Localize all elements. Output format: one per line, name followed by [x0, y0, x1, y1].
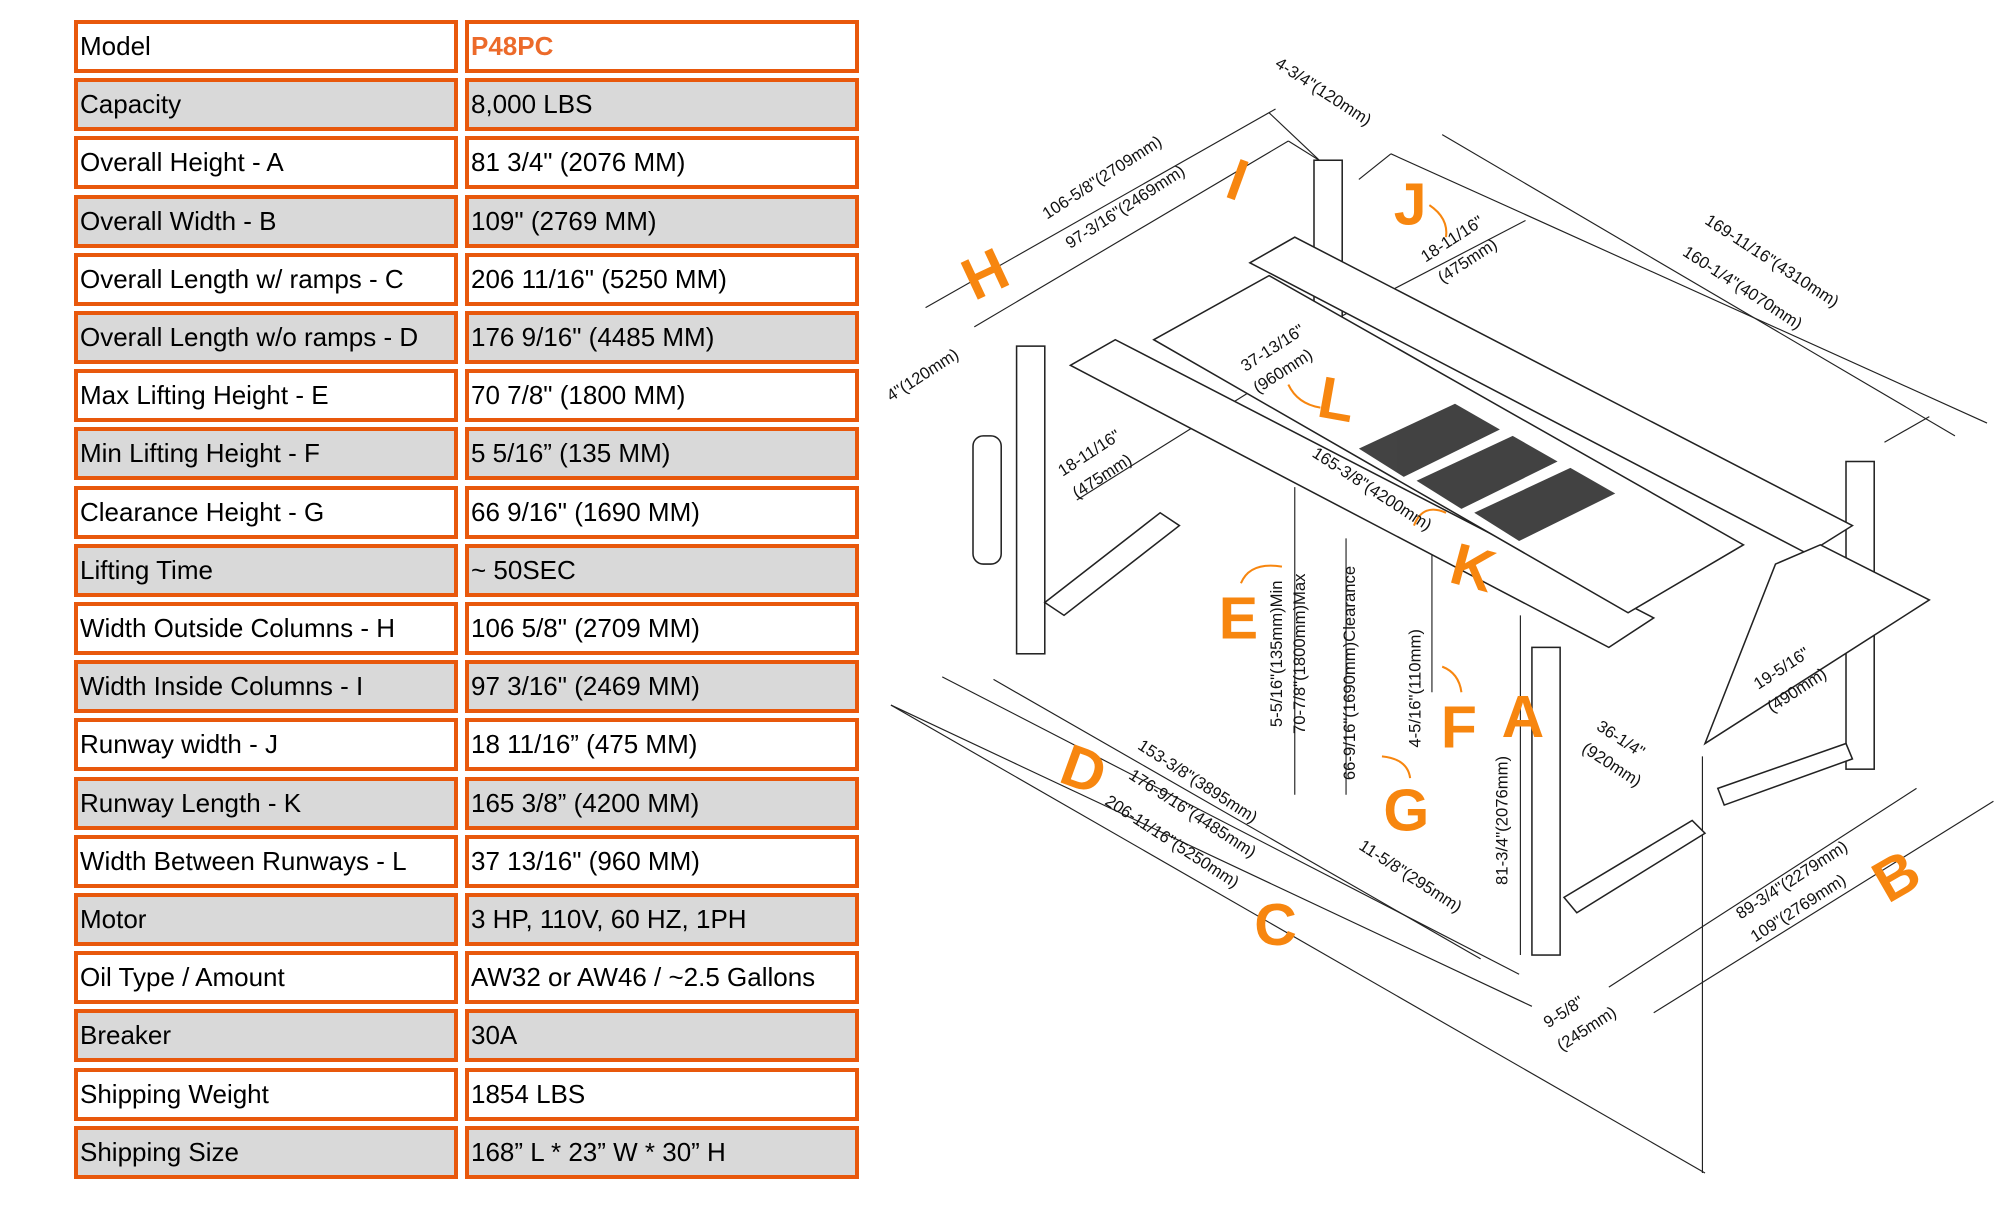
dimension-label: 97-3/16"(2469mm)	[1062, 161, 1188, 252]
spec-value: 30A	[465, 1009, 859, 1063]
spec-value: 97 3/16" (2469 MM)	[465, 660, 859, 714]
dimension-letter-i: I	[1219, 147, 1257, 214]
spec-value: ~ 50SEC	[465, 543, 859, 597]
dimension-letter-h: H	[952, 236, 1018, 313]
spec-value: 37 13/16" (960 MM)	[465, 834, 859, 888]
spec-label: Width Inside Columns - I	[74, 660, 458, 714]
dimension-label: 4"(120mm)	[883, 345, 962, 405]
spec-value: 176 9/16" (4485 MM)	[465, 311, 859, 364]
spec-label: Overall Height - A	[74, 136, 458, 190]
dimension-label: 5-5/16"(135mm)Min	[1267, 580, 1286, 727]
dimension-letter-a: A	[1502, 685, 1545, 750]
dimension-letter-j: J	[1394, 172, 1427, 237]
spec-label: Capacity	[74, 78, 458, 132]
dimension-letter-f: F	[1441, 695, 1477, 760]
spec-label: Lifting Time	[74, 543, 458, 597]
spec-value: 81 3/4" (2076 MM)	[465, 136, 859, 190]
spec-label: Clearance Height - G	[74, 485, 458, 539]
dimension-label: 4-3/4"(120mm)	[1272, 53, 1375, 129]
spec-value: AW32 or AW46 / ~2.5 Gallons	[465, 951, 859, 1005]
spec-label: Breaker	[74, 1009, 458, 1063]
spec-label: Oil Type / Amount	[74, 951, 458, 1005]
dimension-letter-b: B	[1862, 838, 1931, 916]
spec-value: 66 9/16" (1690 MM)	[465, 485, 859, 539]
dimension-letter-c: C	[1254, 893, 1297, 958]
lift-dimension-diagram: 4-3/4"(120mm)106-5/8"(2709mm)97-3/16"(24…	[883, 53, 1994, 1174]
dimension-label: 4-5/16"(110mm)	[1405, 629, 1424, 748]
spec-label: Overall Width - B	[74, 194, 458, 248]
spec-label: Runway Length - K	[74, 776, 458, 830]
spec-label: Overall Length w/o ramps - D	[74, 311, 458, 364]
spec-value: 109" (2769 MM)	[465, 194, 859, 248]
spec-label: Width Outside Columns - H	[74, 602, 458, 655]
spec-label: Width Between Runways - L	[74, 834, 458, 888]
spec-label: Min Lifting Height - F	[74, 427, 458, 481]
spec-label: Overall Length w/ ramps - C	[74, 252, 458, 306]
spec-value: 5 5/16” (135 MM)	[465, 427, 859, 481]
lift-structure	[890, 108, 1994, 1174]
dimension-label: 70-7/8"(1800mm)Max	[1290, 573, 1309, 734]
dimension-letter-d: D	[1052, 732, 1114, 808]
spec-label: Shipping Weight	[74, 1067, 458, 1121]
model-value: P48PC	[465, 20, 859, 73]
spec-value: 3 HP, 110V, 60 HZ, 1PH	[465, 893, 859, 946]
dimension-label: 160-1/4"(4070mm)	[1679, 242, 1805, 333]
dimension-label: 66-9/16"(1690mm)Clearance	[1340, 566, 1359, 780]
spec-value: 168” L * 23” W * 30” H	[465, 1125, 859, 1179]
spec-label: Motor	[74, 893, 458, 946]
spec-value: 106 5/8" (2709 MM)	[465, 602, 859, 655]
dimension-label: 11-5/8"(295mm)	[1356, 836, 1466, 916]
spec-value: 206 11/16" (5250 MM)	[465, 252, 859, 306]
spec-label: Shipping Size	[74, 1125, 458, 1179]
dimension-label: 81-3/4"(2076mm)	[1493, 756, 1512, 885]
dimension-letter-g: G	[1383, 779, 1429, 844]
spec-label: Model	[74, 20, 458, 73]
spec-value: 165 3/8” (4200 MM)	[465, 776, 859, 830]
spec-label: Runway width - J	[74, 718, 458, 772]
spec-value: 8,000 LBS	[465, 78, 859, 132]
spec-value: 70 7/8" (1800 MM)	[465, 369, 859, 423]
spec-label: Max Lifting Height - E	[74, 369, 458, 423]
spec-value: 18 11/16” (475 MM)	[465, 718, 859, 772]
spec-value: 1854 LBS	[465, 1067, 859, 1121]
dimension-letter-e: E	[1219, 586, 1258, 651]
